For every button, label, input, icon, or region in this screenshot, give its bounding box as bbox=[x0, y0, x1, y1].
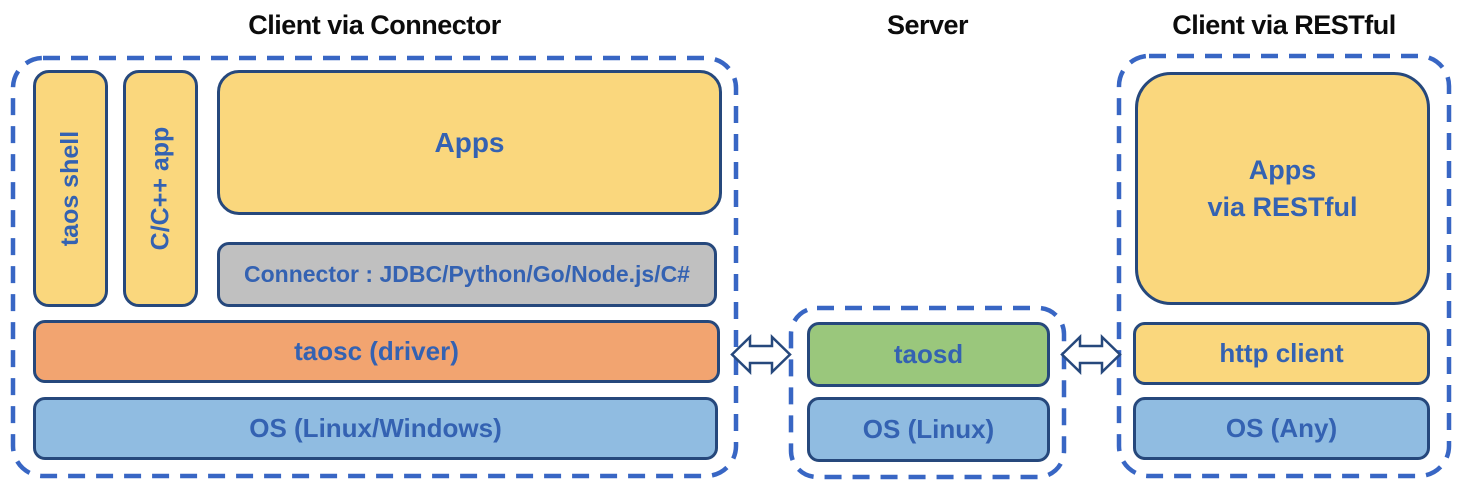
apps-via-restful-label: Apps via RESTful bbox=[1207, 152, 1357, 225]
http-client-box: http client bbox=[1133, 322, 1430, 385]
section-title-server: Server bbox=[886, 10, 969, 40]
apps-box: Apps bbox=[217, 70, 722, 215]
client-connector-group-border bbox=[10, 55, 739, 479]
apps-label: Apps bbox=[434, 126, 505, 158]
os-linux-windows-box: OS (Linux/Windows) bbox=[33, 397, 718, 460]
apps-via-restful-box: Apps via RESTful bbox=[1135, 72, 1430, 305]
os-any-box: OS (Any) bbox=[1133, 397, 1430, 460]
taosc-driver-label: taosc (driver) bbox=[294, 336, 459, 366]
cpp-app-box: C/C++ app bbox=[123, 70, 198, 307]
server-restful-bidirectional-arrow-icon bbox=[1060, 334, 1122, 375]
os-linux-windows-label: OS (Linux/Windows) bbox=[249, 413, 502, 443]
taosc-driver-box: taosc (driver) bbox=[33, 320, 720, 383]
os-linux-label: OS (Linux) bbox=[862, 414, 995, 444]
os-any-label: OS (Any) bbox=[1225, 413, 1338, 443]
taos-shell-box: taos shell bbox=[33, 70, 108, 307]
apps-via-restful-line1: Apps bbox=[1248, 155, 1317, 186]
section-title-client-via-restful: Client via RESTful bbox=[1172, 10, 1396, 40]
server-group-border bbox=[788, 305, 1067, 480]
os-linux-box: OS (Linux) bbox=[807, 397, 1050, 462]
section-title-client-via-connector: Client via Connector bbox=[248, 10, 501, 40]
connector-label: Connector : JDBC/Python/Go/Node.js/C# bbox=[244, 261, 690, 287]
taos-shell-label: taos shell bbox=[56, 130, 85, 247]
taosd-label: taosd bbox=[893, 339, 964, 369]
cpp-app-label: C/C++ app bbox=[146, 126, 174, 251]
connector-server-bidirectional-arrow-icon bbox=[730, 334, 792, 375]
apps-via-restful-line2: via RESTful bbox=[1207, 191, 1358, 222]
http-client-label: http client bbox=[1219, 338, 1344, 368]
connector-box: Connector : JDBC/Python/Go/Node.js/C# bbox=[217, 242, 717, 307]
taosd-box: taosd bbox=[807, 322, 1050, 387]
